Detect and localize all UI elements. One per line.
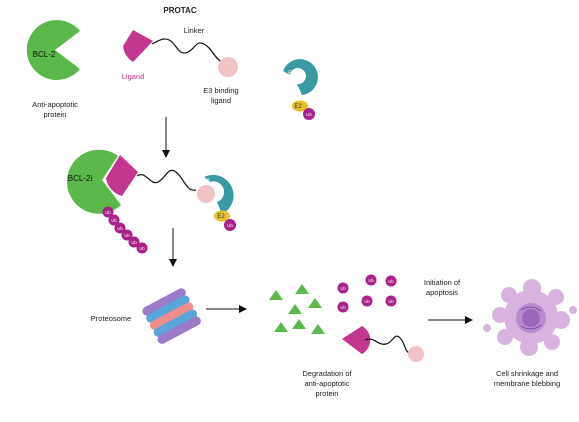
linker-line <box>151 38 223 63</box>
diagram-title: PROTAC <box>163 6 196 15</box>
anti-apoptotic-label-line2: protein <box>44 110 67 119</box>
bcl2-label: BCL-2 <box>33 50 56 59</box>
ub-bound-label: Ub <box>227 223 233 228</box>
proteasome-shape <box>142 288 201 344</box>
e3-binding-ligand-shape <box>218 57 238 77</box>
cell-shrinkage-label-line1: Cell shrinkage and <box>496 369 558 378</box>
free-ub-label-3: Ub <box>388 279 394 284</box>
e3-ligase-shape <box>283 59 318 95</box>
free-ub-label-1: Ub <box>340 286 346 291</box>
free-ub-label-4: Ub <box>340 305 346 310</box>
free-ub-label-2: Ub <box>368 278 374 283</box>
poly-ub-label-1: Ub <box>105 210 111 215</box>
e3-ligase-bound-shape <box>204 174 234 214</box>
linker-label: Linker <box>184 26 205 35</box>
free-ub <box>337 274 397 313</box>
ligand-label: Ligand <box>122 72 145 81</box>
free-ub-label-6: Ub <box>388 299 394 304</box>
protein-fragments <box>269 284 325 334</box>
bcl2-protein-shape <box>26 20 80 80</box>
apoptotic-cell-shape <box>483 279 577 356</box>
poly-ub-label-5: Ub <box>131 240 137 245</box>
poly-ub-label-2: Ub <box>111 218 117 223</box>
degradation-label-line3: protein <box>316 389 339 398</box>
degradation-label-line1: Degradation of <box>302 369 352 378</box>
initiation-label-line1: Initiation of <box>424 278 461 287</box>
e2-label: E2 <box>294 104 302 110</box>
e3-binding-label-line2: ligand <box>211 96 231 105</box>
e3-binding-label-line1: E3 binding <box>203 86 238 95</box>
proteosome-label: Proteosome <box>91 314 131 323</box>
e2-bound-label: E2 <box>217 214 225 220</box>
released-linker-line <box>364 335 411 354</box>
poly-ub-chain <box>102 206 148 254</box>
e2-shape <box>292 100 308 112</box>
degradation-label-line2: anti-apoptotic <box>304 379 349 388</box>
e2-bound-shape <box>214 210 230 222</box>
poly-ub-label-4: Ub <box>124 233 130 238</box>
e3-label: E3 <box>288 70 296 77</box>
released-ligand-shape <box>342 326 371 354</box>
cell-shrinkage-label-line2: membrane blebbing <box>494 379 560 388</box>
ub-bound-ball <box>224 219 236 231</box>
ligand-bound-shape <box>106 155 138 196</box>
e3-binding-ligand-bound <box>197 185 215 203</box>
poly-ub-label-6: Ub <box>139 246 145 251</box>
initiation-label-line2: apoptosis <box>426 288 458 297</box>
linker-bound-line <box>136 169 197 191</box>
anti-apoptotic-label-line1: Anti-apoptotic <box>32 100 78 109</box>
poly-ub-label-3: Ub <box>117 226 123 231</box>
released-e3-ligand-shape <box>408 346 424 362</box>
e3-bound-label: E3 <box>202 178 210 185</box>
bcl2i-label: BCL-2i <box>68 174 93 183</box>
ub-ball <box>303 108 315 120</box>
ub-label: Ub <box>306 112 312 117</box>
bcl2i-protein-shape <box>67 149 121 214</box>
free-ub-label-5: Ub <box>364 299 370 304</box>
ligand-shape <box>123 30 153 62</box>
